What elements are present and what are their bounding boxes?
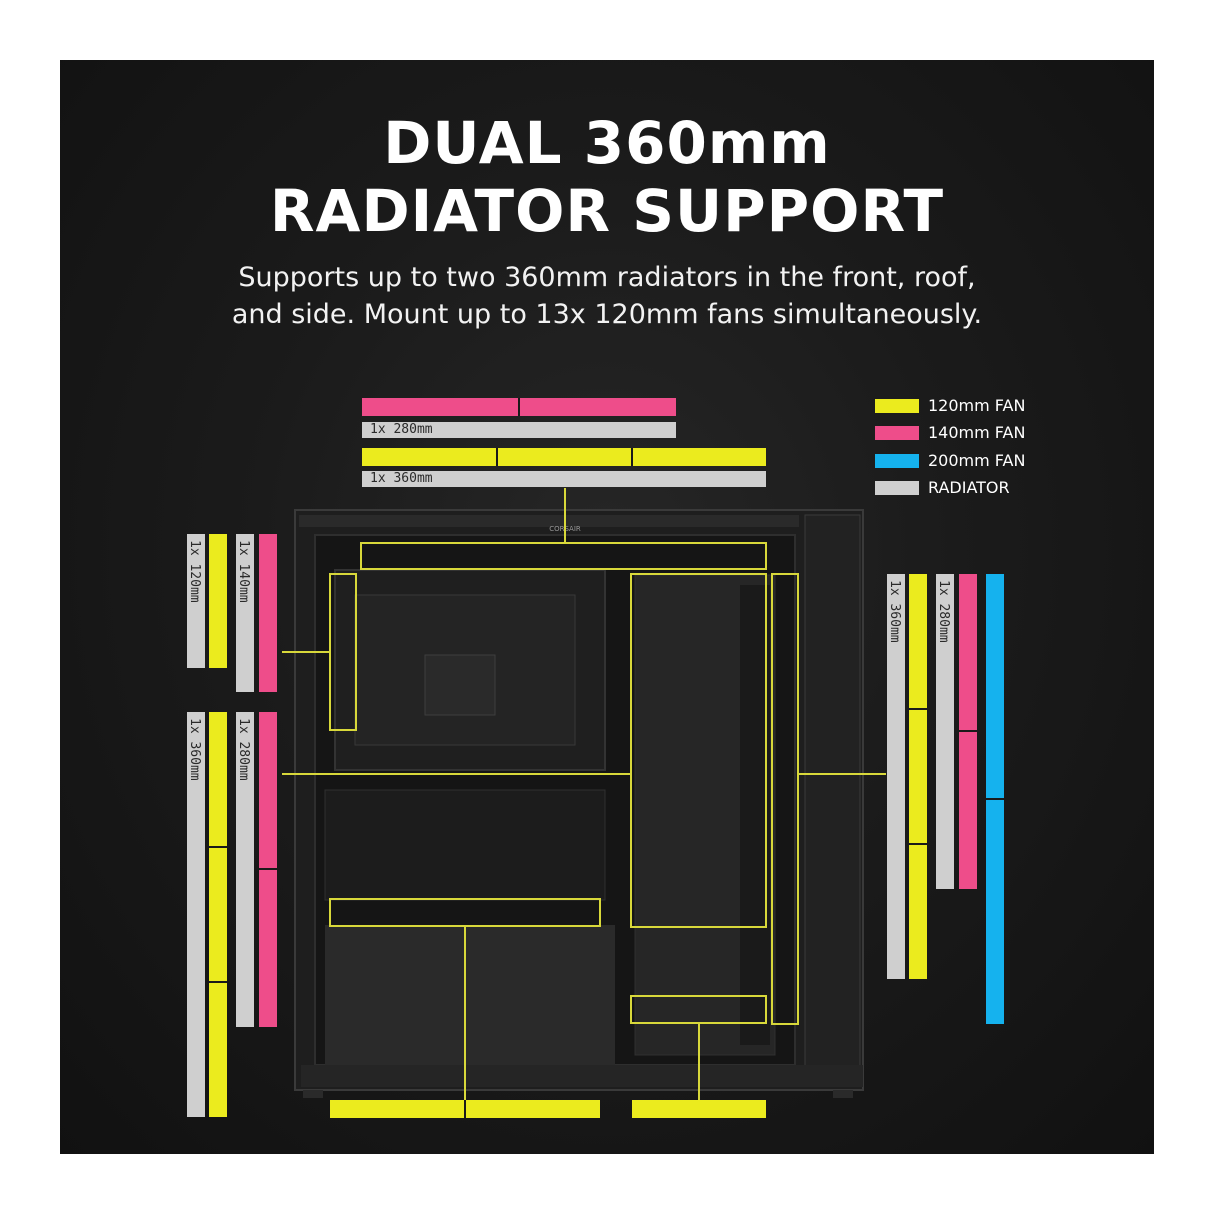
subtitle-line-1: Supports up to two 360mm radiators in th… (238, 262, 976, 293)
side-140mm-fans-bar (259, 712, 277, 1027)
legend-label-120mm-fan: 120mm FAN (928, 396, 1026, 415)
side-360mm-radiator-bar: 1x 360mm (187, 712, 205, 1117)
bottom-120mm-fans-bar (330, 1100, 600, 1118)
top-120mm-fans-bar (362, 448, 766, 466)
main-panel: DUAL 360mm RADIATOR SUPPORT Supports up … (60, 60, 1154, 1154)
bottom-mount-outline (329, 898, 601, 927)
top-280mm-label: 1x 280mm (370, 422, 433, 437)
psu-shroud-mount-outline (630, 995, 767, 1024)
rear-mount-outline (329, 573, 357, 731)
headline-line-2: RADIATOR SUPPORT (269, 177, 945, 245)
rear-140mm-radiator-bar: 1x 140mm (236, 534, 254, 692)
front-360mm-radiator-bar: 1x 360mm (887, 574, 905, 979)
front-200mm-fans-bar (986, 574, 1004, 1024)
legend-label-200mm-fan: 200mm FAN (928, 451, 1026, 470)
rear-140mm-label: 1x 140mm (236, 540, 251, 603)
rear-leader-line (282, 651, 329, 653)
rear-120mm-fan-bar (209, 534, 227, 668)
front-280mm-radiator-bar: 1x 280mm (936, 574, 954, 889)
side-mount-outline (630, 573, 767, 928)
top-360mm-radiator-bar: 1x 360mm (362, 471, 766, 487)
headline-line-1: DUAL 360mm (383, 109, 831, 177)
side-leader-line (282, 773, 630, 775)
psu-shroud-120mm-fan-bar (632, 1100, 766, 1118)
top-140mm-fans-bar (362, 398, 676, 416)
rear-120mm-radiator-bar: 1x 120mm (187, 534, 205, 668)
top-mount-outline (360, 542, 767, 570)
front-mount-outline (771, 573, 799, 1025)
front-120mm-fans-bar (909, 574, 927, 979)
legend-swatch-radiator (875, 481, 919, 495)
bottom-leader-line (464, 927, 466, 1100)
psu-leader-line (698, 1024, 700, 1100)
pc-case-illustration: CORSAIR (294, 509, 864, 1098)
side-120mm-fans-bar (209, 712, 227, 1117)
top-280mm-radiator-bar: 1x 280mm (362, 422, 676, 438)
legend-label-140mm-fan: 140mm FAN (928, 423, 1026, 442)
side-360mm-label: 1x 360mm (187, 718, 202, 781)
legend-label-radiator: RADIATOR (928, 478, 1010, 497)
front-leader-line (799, 773, 886, 775)
top-360mm-label: 1x 360mm (370, 471, 433, 486)
legend-swatch-200mm-fan (875, 454, 919, 468)
rear-140mm-fan-bar (259, 534, 277, 692)
legend-swatch-120mm-fan (875, 399, 919, 413)
top-leader-line (564, 488, 566, 542)
front-280mm-label: 1x 280mm (936, 580, 951, 643)
side-280mm-label: 1x 280mm (236, 718, 251, 781)
front-360mm-label: 1x 360mm (887, 580, 902, 643)
side-280mm-radiator-bar: 1x 280mm (236, 712, 254, 1027)
legend-swatch-140mm-fan (875, 426, 919, 440)
subtitle-line-2: and side. Mount up to 13x 120mm fans sim… (231, 299, 983, 330)
rear-120mm-label: 1x 120mm (187, 540, 202, 603)
front-140mm-fans-bar (959, 574, 977, 889)
